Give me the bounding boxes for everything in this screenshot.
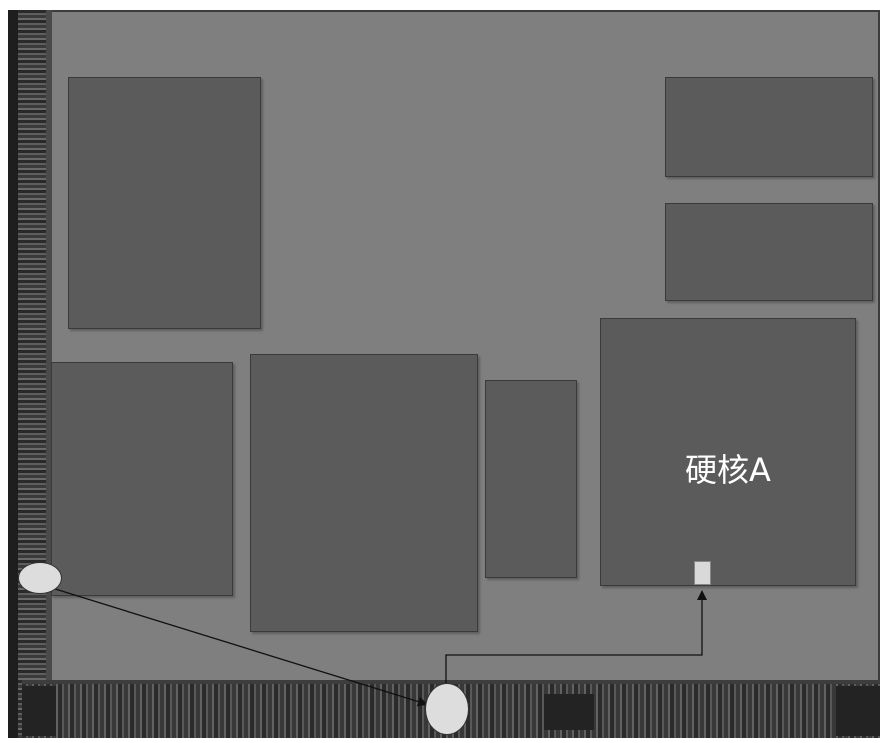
bottom-corner-pad-left — [22, 686, 56, 736]
bottom-corner-pad-right — [836, 686, 880, 736]
macro-block-top-right-2 — [665, 203, 873, 301]
bottom-io-pad — [544, 694, 594, 730]
wire-io-to-pad — [51, 587, 428, 707]
macro-block-center — [250, 354, 478, 632]
hard-macro-a: 硬核A — [600, 318, 856, 586]
left-io-ring-inner — [46, 10, 52, 738]
macro-block-left — [51, 362, 233, 596]
hard-macro-label: 硬核A — [685, 451, 771, 489]
macro-block-top-right-1 — [665, 77, 873, 177]
macro-block-narrow — [485, 380, 577, 578]
bottom-connector-ellipse — [425, 683, 469, 735]
left-io-ring-edge — [8, 10, 18, 738]
io-connector-ellipse — [18, 562, 62, 594]
wire-pad-to-pin — [445, 590, 707, 684]
hard-macro-pin — [694, 561, 711, 585]
macro-block-top-left — [68, 77, 261, 329]
